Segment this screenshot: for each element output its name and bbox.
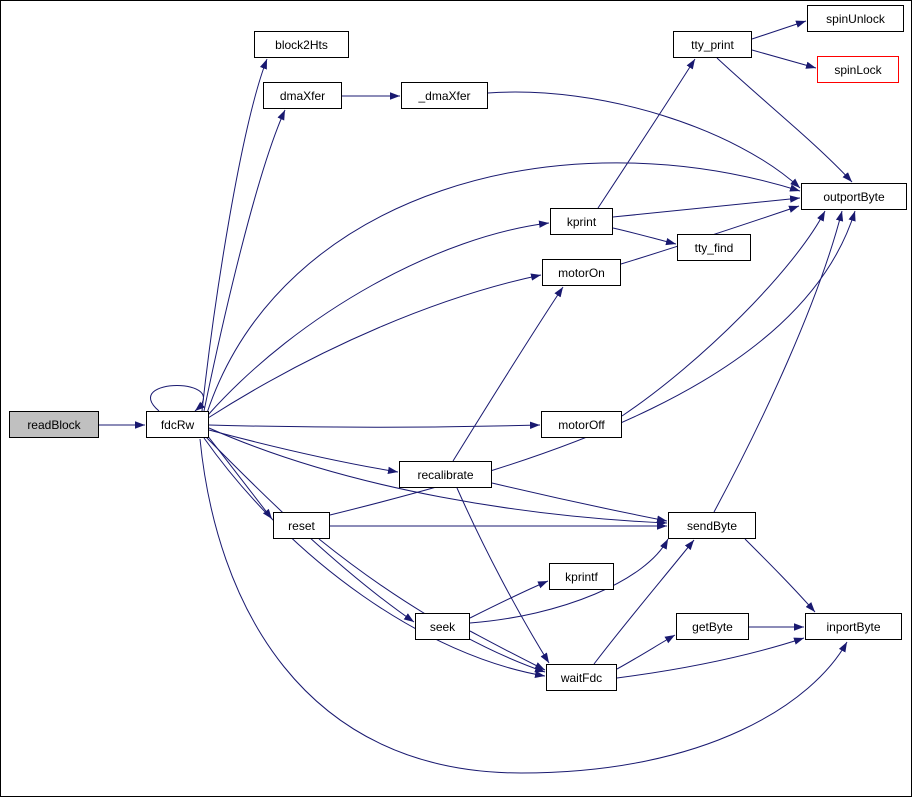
edge-fdcRw-to-waitFdc [203, 437, 546, 678]
node-motorOff[interactable]: motorOff [541, 411, 622, 438]
edge-fdcRw-to-inportByte [199, 438, 848, 774]
node-label-block2Hts: block2Hts [275, 37, 328, 52]
node-label-spinLock: spinLock [834, 62, 882, 77]
node-spinLock[interactable]: spinLock [817, 56, 899, 83]
edge-fdcRw-to-dmaXfer [203, 109, 286, 412]
edge-fdcRw-to-reset [206, 434, 273, 520]
edge-seek-to-kprintf [469, 580, 549, 619]
node-motorOn[interactable]: motorOn [542, 259, 621, 286]
node-label-getByte: getByte [692, 619, 733, 634]
edge-waitFdc-to-getByte [616, 634, 676, 670]
edge-waitFdc-to-inportByte [616, 637, 805, 679]
node-waitFdc[interactable]: waitFdc [546, 664, 617, 691]
node-label-motorOff: motorOff [558, 417, 605, 432]
node-inportByte[interactable]: inportByte [805, 613, 902, 640]
node-readBlock: readBlock [9, 411, 99, 438]
node-sendByte[interactable]: sendByte [668, 512, 756, 539]
edge-sendByte-to-inportByte [744, 538, 816, 613]
node-spinUnlock[interactable]: spinUnlock [807, 5, 904, 32]
node-label-tty_find: tty_find [694, 240, 734, 255]
node-label-waitFdc: waitFdc [560, 670, 603, 685]
node-block2Hts[interactable]: block2Hts [254, 31, 349, 58]
edge-waitFdc-to-sendByte [593, 539, 695, 665]
node-label-spinUnlock: spinUnlock [826, 11, 885, 26]
edge-tty_print-to-spinLock [751, 49, 817, 69]
node-label-kprint: kprint [566, 214, 597, 229]
edge-fdcRw-to-sendByte [208, 427, 668, 527]
node-outportByte[interactable]: outportByte [801, 183, 907, 210]
node-kprint[interactable]: kprint [550, 208, 613, 235]
edge-fdcRw-to-motorOn [207, 273, 542, 419]
edge-seek-to-waitFdc [469, 630, 546, 671]
node-label-outportByte: outportByte [823, 189, 885, 204]
edge-tty_print-to-outportByte [716, 57, 853, 183]
node-label-tty_print: tty_print [691, 37, 734, 52]
edge-fdcRw-to-outportByte [206, 162, 801, 414]
node-tty_print[interactable]: tty_print [673, 31, 752, 58]
edge-recalibrate-to-waitFdc [456, 487, 550, 664]
node-label-seek: seek [429, 619, 456, 634]
node-label-fdcRw: fdcRw [160, 417, 195, 432]
node-getByte[interactable]: getByte [676, 613, 749, 640]
node-dmaXfer[interactable]: dmaXfer [263, 82, 342, 109]
edge-kprint-to-tty_print [597, 58, 696, 209]
edge-reset-to-waitFdc [318, 538, 546, 673]
edge-kprint-to-tty_find [612, 227, 677, 246]
node-_dmaXfer[interactable]: _dmaXfer [401, 82, 488, 109]
edge-seek-to-sendByte [469, 538, 669, 624]
node-tty_find[interactable]: tty_find [677, 234, 751, 261]
node-label-kprintf: kprintf [565, 569, 598, 584]
node-label-reset: reset [288, 518, 315, 533]
node-recalibrate[interactable]: recalibrate [399, 461, 492, 488]
node-reset[interactable]: reset [273, 512, 330, 539]
edge-fdcRw-to-fdcRw [150, 385, 206, 412]
node-label-dmaXfer: dmaXfer [279, 88, 326, 103]
node-label-inportByte: inportByte [826, 619, 881, 634]
edge-motorOff-to-outportByte [621, 210, 826, 417]
edge-recalibrate-to-motorOn [452, 286, 564, 462]
node-fdcRw[interactable]: fdcRw [146, 411, 209, 438]
node-label-_dmaXfer: _dmaXfer [418, 88, 471, 103]
edge-sendByte-to-outportByte [713, 210, 844, 513]
edge-fdcRw-to-motorOff [208, 421, 541, 429]
edge-recalibrate-to-sendByte [491, 482, 668, 523]
edge-kprint-to-outportByte [612, 195, 801, 218]
edge-_dmaXfer-to-outportByte [487, 91, 801, 189]
edge-fdcRw-to-block2Hts [201, 58, 268, 412]
node-kprintf[interactable]: kprintf [549, 563, 614, 590]
node-label-recalibrate: recalibrate [417, 467, 474, 482]
edge-tty_print-to-spinUnlock [751, 20, 807, 40]
node-label-motorOn: motorOn [558, 265, 605, 280]
node-label-readBlock: readBlock [27, 417, 81, 432]
node-label-sendByte: sendByte [686, 518, 738, 533]
edge-fdcRw-to-kprint [207, 220, 550, 416]
node-seek[interactable]: seek [415, 613, 470, 640]
edge-fdcRw-to-recalibrate [208, 429, 399, 475]
